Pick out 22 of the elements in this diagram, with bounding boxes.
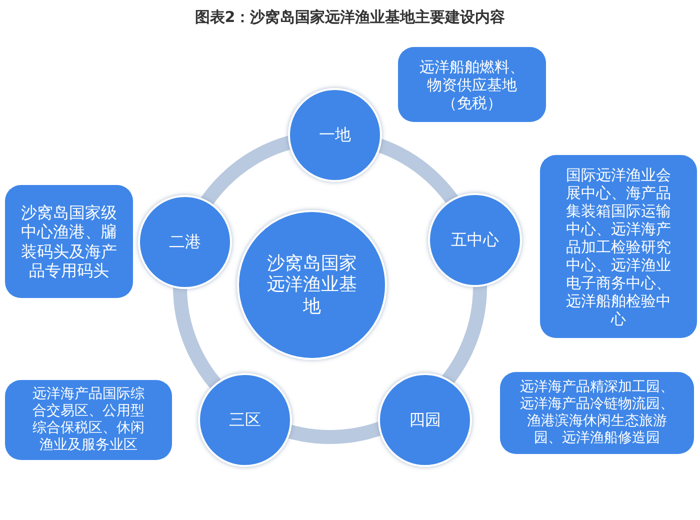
- circle-node: [288, 88, 382, 182]
- node-text: 四园: [409, 410, 441, 430]
- title: 图表2：沙窝岛国家远洋渔业基地主要建设内容: [194, 8, 506, 27]
- node-text: 二港: [169, 232, 201, 252]
- text-box: [500, 372, 694, 454]
- text-box: [5, 380, 172, 460]
- node-text: 一地: [319, 125, 351, 145]
- node-text: 沙窝岛国家级中心渔港、牖装码头及海产品专用码头: [20, 203, 118, 280]
- node-text: 远洋海产品国际综合交易区、公用型综合保税区、休闲渔业及服务业区: [32, 386, 146, 454]
- circle-node: [198, 373, 292, 467]
- node-text: 五中心: [451, 230, 499, 250]
- node-text: 远洋海产品精深加工园、远洋海产品冷链物流园、渔港滨海休闲生态旅游园、远洋渔船修造园: [519, 379, 675, 447]
- circle-node: [378, 373, 472, 467]
- text-box: [5, 185, 133, 298]
- node-text: 远洋船舶燃料、物资供应基地（免税）: [418, 58, 526, 112]
- circle-node: [428, 193, 522, 287]
- node-text: 沙窝岛国家远洋渔业基地: [266, 252, 358, 318]
- text-box: [398, 47, 546, 122]
- text-box: [540, 155, 697, 338]
- node-text: 国际远洋渔业会展中心、海产品集装箱国际运输中心、远洋海产品加工检验研究中心、远洋渔业电子商务中心、远洋船舶检验中心: [565, 166, 672, 328]
- circle-node: [138, 195, 232, 289]
- node-text: 三区: [229, 410, 261, 430]
